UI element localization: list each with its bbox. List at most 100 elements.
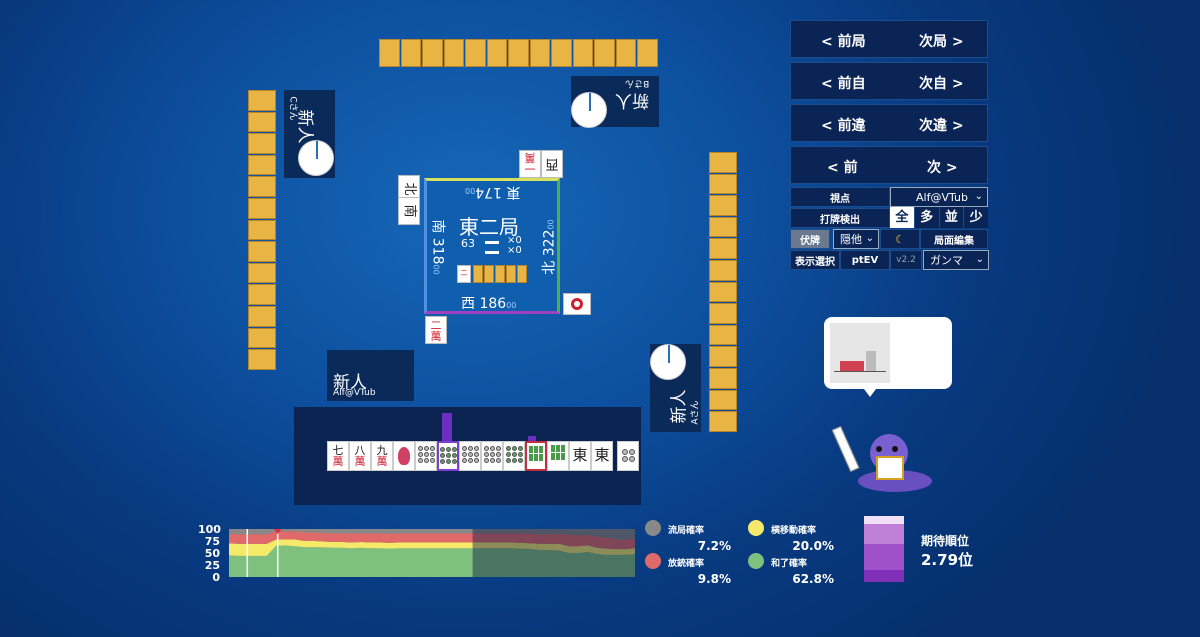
hand-tile-11[interactable] [547, 441, 569, 471]
next-round-button[interactable]: 次局 > [919, 34, 964, 50]
hide-tiles-select[interactable]: 隠他⌄ [833, 229, 879, 249]
player-plate-right: 新人 Aさん [650, 344, 701, 432]
detect-normal-button[interactable]: 並 [938, 207, 964, 228]
hide-tiles-toggle[interactable]: 伏牌 [790, 229, 830, 249]
discard-bottom-1: 二 萬 [425, 316, 447, 344]
discard-left-2: 南 [398, 197, 420, 225]
next-button[interactable]: 次 > [927, 160, 958, 176]
y-tick-100: 100 [198, 523, 221, 536]
hand-tile-8[interactable] [481, 441, 503, 471]
viewpoint-select[interactable]: Alf@VTub⌄ [890, 187, 988, 207]
lateral-prob-dot [748, 520, 764, 536]
y-tick-50: 50 [204, 547, 220, 560]
snake-mascot-icon [831, 420, 938, 495]
detect-few-button[interactable]: 少 [963, 207, 988, 228]
detect-many-button[interactable]: 多 [913, 207, 939, 228]
player-name-right: 新人 [669, 389, 690, 424]
hand-tile-13[interactable]: 東 [591, 441, 613, 471]
player-plate-top: 新人 Bさん [571, 76, 659, 128]
prev-button[interactable]: < 前 [827, 160, 858, 176]
player-name-top: 新人 [615, 90, 649, 110]
probability-history-chart[interactable] [229, 529, 635, 577]
player-plate-self: 新人 Alf@VTub [327, 350, 414, 401]
nav-row-step: < 前 次 > [790, 146, 988, 184]
hand-tile-6[interactable] [437, 441, 459, 471]
chevron-down-icon: ⌄ [975, 254, 984, 265]
hand-tile-10[interactable] [525, 441, 547, 471]
display-select-label: 表示選択 [790, 250, 840, 270]
player-sub-right: Aさん [690, 400, 701, 425]
detect-all-button[interactable]: 全 [890, 207, 914, 228]
dora-indicator-tile: 二 [457, 265, 471, 283]
hand-tile-9[interactable] [503, 441, 525, 471]
speech-bubble [824, 317, 952, 397]
tiles-remaining: 63 [461, 237, 475, 250]
prev-diff-button[interactable]: < 前違 [821, 118, 866, 134]
mini-chart-thumbnail [830, 323, 890, 383]
chart-series-area-2 [229, 539, 635, 556]
y-tick-75: 75 [204, 535, 220, 548]
draw-prob-dot [645, 520, 661, 536]
chart-future-shade [472, 529, 635, 577]
hand-tile-2[interactable]: 八萬 [349, 441, 371, 471]
y-tick-25: 25 [204, 559, 220, 572]
rank-distribution-bar [864, 516, 904, 582]
player-sub-left: Cさん [287, 96, 298, 121]
player-sub-top: Bさん [625, 78, 650, 88]
hand-tile-5[interactable] [415, 441, 437, 471]
deal-in-prob-dot [645, 553, 661, 569]
nav-row-self: < 前自 次自 > [790, 62, 988, 100]
moon-icon[interactable]: ☾ [880, 229, 920, 249]
score-west: 西 18600 [461, 296, 517, 312]
discard-eval-bar-2 [528, 436, 536, 441]
wall-left [248, 90, 276, 370]
score-east: 東 17400 [465, 184, 521, 200]
hand-tile-12[interactable]: 東 [569, 441, 591, 471]
win-prob-value: 62.8% [792, 572, 834, 586]
hand-tile-4[interactable] [393, 441, 415, 471]
hand-tile-3[interactable]: 九萬 [371, 441, 393, 471]
chevron-down-icon: ⌄ [974, 191, 983, 202]
wall-top [379, 39, 658, 67]
display-mode-button[interactable]: ptEV [840, 250, 890, 270]
next-diff-button[interactable]: 次違 > [919, 118, 964, 134]
nav-row-diff: < 前違 次違 > [790, 104, 988, 142]
y-tick-0: 0 [212, 571, 220, 584]
viewpoint-label: 視点 [790, 187, 890, 207]
edit-position-button[interactable]: 局面編集 [920, 229, 988, 249]
round-name: 東二局 [459, 215, 519, 239]
prev-self-button[interactable]: < 前自 [821, 76, 866, 92]
riichi-count: ×0 [507, 245, 522, 256]
deal-in-prob-value: 9.8% [697, 572, 731, 586]
next-self-button[interactable]: 次自 > [919, 76, 964, 92]
discard-top-1: 一 萬 [519, 150, 541, 178]
chevron-down-icon: ⌄ [865, 233, 874, 244]
chart-series-area-4 [229, 529, 635, 540]
prev-round-button[interactable]: < 前局 [821, 34, 866, 50]
sou-bird-icon [398, 447, 410, 465]
riichi-stick-icon [485, 251, 499, 254]
score-south: 南 31800 [429, 219, 446, 275]
hand-tile-drawn[interactable] [617, 441, 639, 471]
detect-level-group: 全 多 並 少 [890, 207, 988, 228]
player-sub-self: Alf@VTub [333, 388, 376, 398]
hand-tile-7[interactable] [459, 441, 481, 471]
hand-tile-1[interactable]: 七萬 [327, 441, 349, 471]
time-pie-top [571, 92, 607, 128]
time-pie-left [298, 140, 334, 176]
discard-top-2: 西 [541, 150, 563, 178]
win-prob-label: 和了確率 [771, 559, 808, 569]
discard-right-1: 1p [563, 293, 591, 315]
discard-eval-bar-1 [442, 413, 452, 441]
honba-stick-icon [485, 241, 499, 244]
player-name-self: 新人 [333, 373, 367, 393]
expected-rank-value: 2.79位 [921, 551, 974, 569]
center-info-panel: 東 17400 南 31800 北 32200 西 18600 東二局 63 ×… [424, 178, 560, 314]
win-prob-dot [748, 553, 764, 569]
deal-in-prob-label: 放銃確率 [668, 559, 705, 569]
chart-current-marker-icon [273, 529, 282, 534]
player-plate-left: 新人 Cさん [284, 90, 335, 178]
version-label: v2.2 [890, 250, 922, 270]
gamma-select[interactable]: ガンマ⌄ [923, 250, 989, 270]
expected-rank-label: 期待順位 [921, 534, 970, 548]
